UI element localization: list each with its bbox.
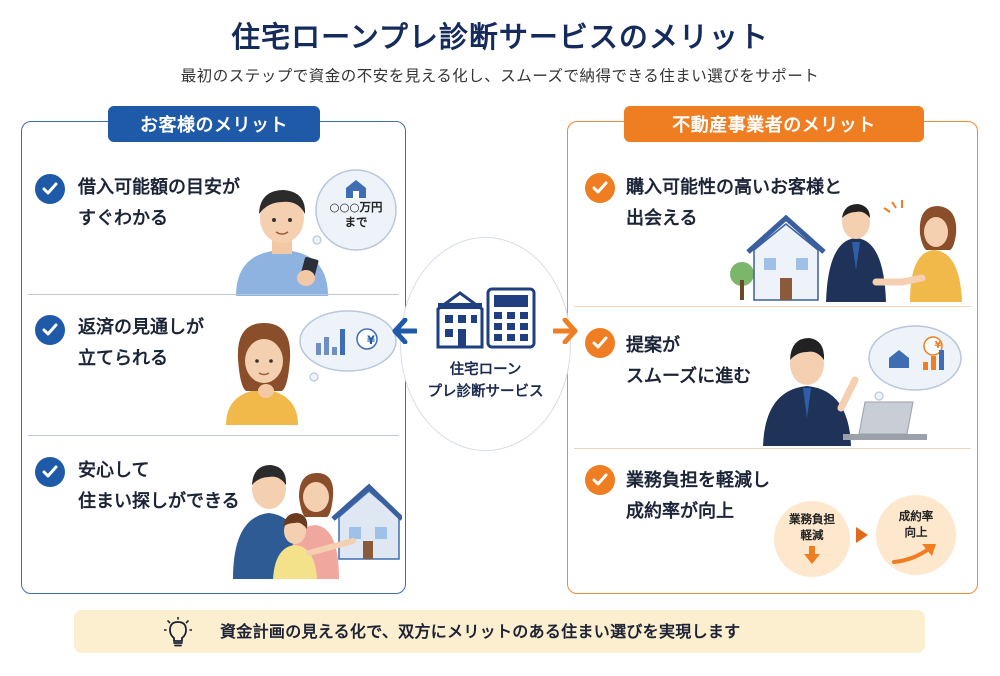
summary-message: 資金計画の見える化で、双方にメリットのある住まい選びを実現します	[220, 622, 741, 641]
divider	[574, 448, 971, 449]
agent-with-laptop-illustration	[763, 325, 962, 446]
woman-thinking-illustration	[226, 310, 397, 425]
business-benefits-panel: 不動産事業者のメリット 購入可能性の高いお客様と 出会える 提案が スムーズに進…	[567, 106, 978, 594]
customer-benefits-panel: お客様のメリット 借入可能額の目安が すぐわかる ○○○万円 まで 返済の見通し…	[21, 106, 406, 594]
check-icon	[585, 465, 615, 495]
center-service-label: 住宅ローン プレ診断サービス	[400, 359, 571, 403]
customer-benefit-2-line2: 立てられる	[78, 348, 168, 369]
yen-symbol: ¥	[366, 333, 375, 347]
check-icon	[35, 457, 65, 487]
customer-benefit-3-line2: 住まい探しができる	[78, 491, 240, 512]
summary-banner: 資金計画の見える化で、双方にメリットのある住まい選びを実現します	[74, 610, 925, 653]
check-icon	[585, 328, 615, 358]
closing-rate-line1: 成約率	[898, 509, 934, 523]
workload-reduction-circle	[774, 501, 850, 577]
business-benefit-3-line2: 成約率が向上	[626, 501, 734, 522]
yen-symbol: ¥	[934, 340, 942, 351]
center-service-ellipse	[400, 237, 571, 451]
arrow-right-icon	[553, 318, 578, 344]
closing-rate-circle	[876, 495, 956, 575]
closing-rate-line2: 向上	[904, 525, 928, 539]
divider	[574, 306, 971, 307]
customer-benefit-1-line2: すぐわかる	[78, 208, 168, 229]
check-icon	[35, 315, 65, 345]
arrow-down-icon	[804, 546, 820, 564]
flow-arrow-icon	[856, 527, 868, 543]
trend-up-arrow-icon	[892, 544, 936, 564]
handshake-illustration	[730, 200, 962, 302]
business-benefit-2-line2: スムーズに進む	[626, 366, 752, 387]
bubble-amount-line1: ○○○万円	[329, 200, 383, 214]
customer-benefit-3-line1: 安心して	[78, 460, 150, 481]
business-benefit-1-line2: 出会える	[626, 208, 698, 229]
building-calculator-icon	[436, 287, 536, 349]
customer-benefits-heading: お客様のメリット	[108, 106, 320, 142]
business-benefit-2-line1: 提案が	[626, 335, 680, 356]
business-benefit-1-line1: 購入可能性の高いお客様と	[626, 177, 842, 198]
center-service-line2: プレ診断サービス	[427, 384, 544, 400]
bubble-amount-line2: まで	[344, 215, 368, 229]
page-subtitle: 最初のステップで資金の不安を見える化し、スムーズで納得できる住まい選びをサポート	[180, 67, 820, 85]
business-benefit-3-line1: 業務負担を軽減し	[626, 470, 770, 491]
page-title: 住宅ローンプレ診断サービスのメリット	[231, 20, 769, 54]
customer-benefit-2-line1: 返済の見通しが	[78, 317, 204, 338]
family-with-house-illustration	[233, 465, 402, 579]
workload-reduction-line2: 軽減	[800, 528, 824, 542]
check-icon	[35, 174, 65, 204]
divider	[28, 435, 399, 436]
check-icon	[585, 173, 615, 203]
workload-reduction-line1: 業務負担	[789, 512, 835, 526]
lightbulb-icon	[164, 617, 192, 647]
business-benefits-heading: 不動産事業者のメリット	[624, 106, 924, 142]
divider	[28, 294, 399, 295]
customer-benefit-1-line1: 借入可能額の目安が	[78, 177, 240, 198]
center-service-line1: 住宅ローン	[449, 362, 522, 378]
arrow-left-icon	[392, 318, 417, 344]
man-with-phone-illustration	[236, 169, 397, 296]
